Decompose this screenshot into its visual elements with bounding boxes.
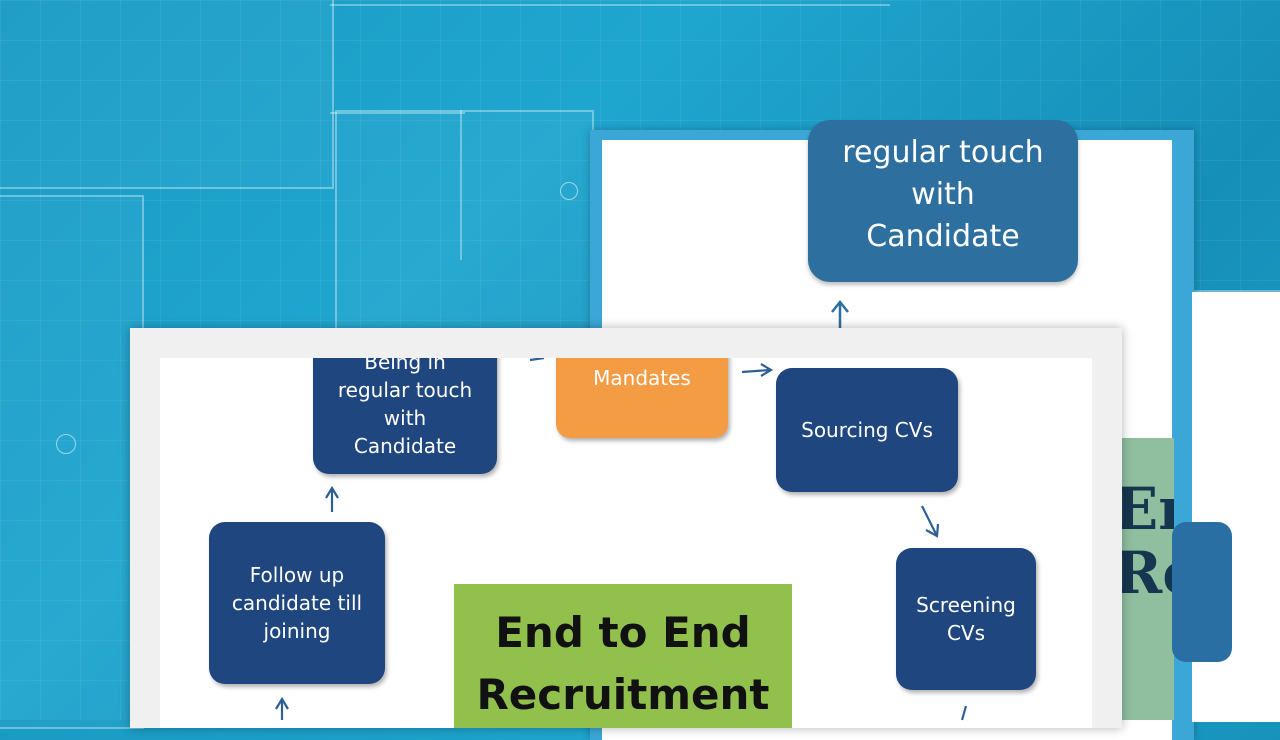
partial-title-box: End Rec bbox=[1112, 438, 1174, 720]
blueprint-line bbox=[330, 112, 465, 114]
front-slide-arrows bbox=[275, 358, 968, 721]
front-slide-content: Being in regular touch with Candidate Ma… bbox=[160, 358, 1092, 728]
blueprint-sheet-mid bbox=[335, 110, 594, 339]
arrow-touch-to-mandates bbox=[529, 358, 545, 362]
back-node-label: regular touch with Candidate bbox=[842, 135, 1044, 254]
node-regular-touch: Being in regular touch with Candidate bbox=[313, 358, 497, 474]
back-node-regular-touch: regular touch with Candidate bbox=[808, 120, 1078, 282]
node-mandates-label: Mandates bbox=[593, 366, 691, 390]
arrow-bottom-right bbox=[960, 705, 968, 721]
node-follow-up-label: Follow up candidate till joining bbox=[231, 563, 363, 643]
partial-node bbox=[1172, 522, 1232, 662]
node-sourcing-cvs: Sourcing CVs bbox=[776, 368, 958, 492]
arrow-mandates-to-sourcing bbox=[741, 368, 771, 374]
arrow-head bbox=[831, 299, 849, 313]
arrow-head bbox=[325, 485, 339, 499]
partial-title-text: End Rec bbox=[1114, 475, 1174, 607]
node-sourcing-cvs-label: Sourcing CVs bbox=[801, 418, 933, 442]
arrow-sourcing-to-screening bbox=[921, 505, 937, 535]
arrow-head bbox=[925, 523, 940, 538]
blueprint-circle bbox=[56, 434, 76, 454]
node-screening-cvs-label: Screening CVs bbox=[916, 593, 1016, 645]
blueprint-sheet-top-left bbox=[0, 0, 334, 189]
node-mandates: Mandates bbox=[556, 358, 728, 438]
center-title-text: End to End Recruitment bbox=[476, 608, 770, 719]
front-slide: Being in regular touch with Candidate Ma… bbox=[130, 328, 1122, 728]
blueprint-line bbox=[330, 4, 890, 6]
center-title-box: End to End Recruitment bbox=[454, 584, 792, 728]
node-regular-touch-label: Being in regular touch with Candidate bbox=[337, 358, 473, 458]
blueprint-line bbox=[1190, 290, 1280, 292]
blueprint-circle bbox=[560, 182, 578, 200]
arrow-head bbox=[760, 363, 774, 377]
node-follow-up: Follow up candidate till joining bbox=[209, 522, 385, 684]
arrow-head bbox=[275, 696, 289, 710]
blueprint-line bbox=[460, 110, 462, 260]
node-screening-cvs: Screening CVs bbox=[896, 548, 1036, 690]
